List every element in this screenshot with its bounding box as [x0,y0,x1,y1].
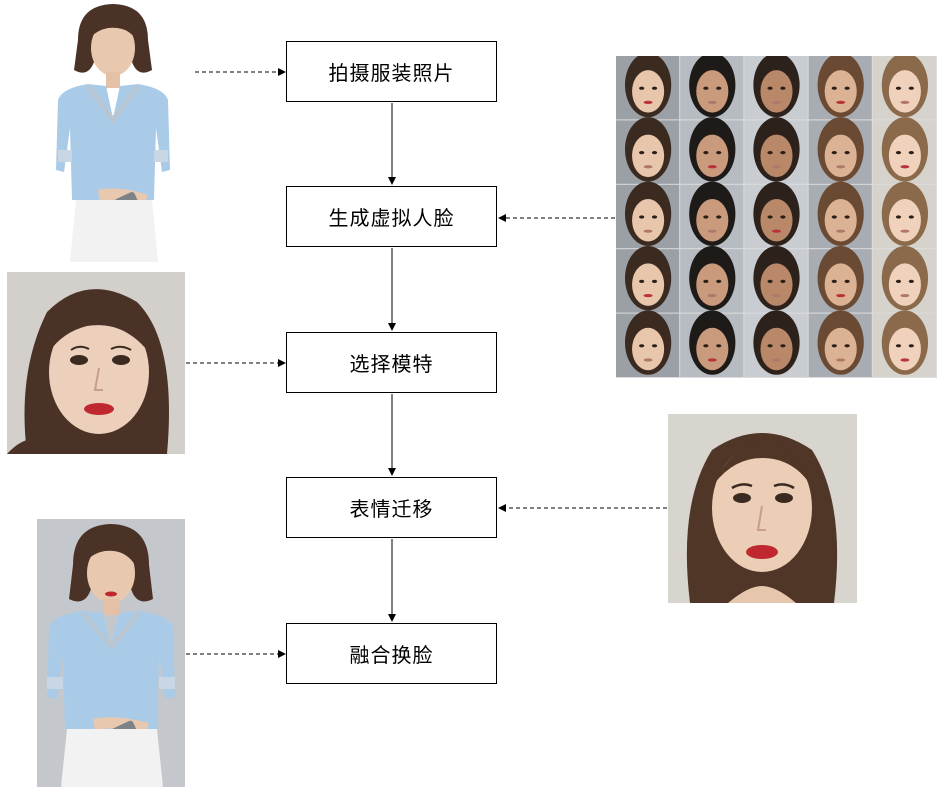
step-label: 拍摄服装照片 [328,61,455,85]
step-label: 选择模特 [349,352,434,376]
step-box-4: 表情迁移 [286,477,497,538]
face-tile [680,310,744,377]
face-tile [616,245,680,313]
generated-faces-grid [616,56,937,378]
face-tile [744,117,808,184]
face-tile [872,117,936,184]
face-tile [616,56,680,120]
face-tile [808,310,872,377]
face-tile [680,56,744,120]
step-box-1: 拍摄服装照片 [286,41,497,102]
expression-target-photo [668,414,857,603]
face-tile [744,56,808,120]
step-box-2: 生成虚拟人脸 [286,186,497,247]
face-tile [872,245,936,313]
face-tile [680,245,744,313]
face-tile [744,181,808,249]
step-label: 生成虚拟人脸 [328,206,455,230]
face-tile [808,245,872,313]
face-tile [680,181,744,249]
face-tile [680,117,744,184]
step-label: 表情迁移 [349,497,434,521]
face-tile [808,56,872,120]
step-box-5: 融合换脸 [286,623,497,684]
garment-photo [48,0,178,262]
final-result-photo [37,519,185,787]
face-tile [872,310,936,377]
face-tile [872,56,936,120]
face-tile [616,181,680,249]
face-tile [808,117,872,184]
face-tile [744,310,808,377]
face-tile [616,117,680,184]
step-label: 融合换脸 [349,643,434,667]
face-tile [872,181,936,249]
face-tile [744,245,808,313]
face-tile [616,310,680,377]
face-tile [808,181,872,249]
selected-model-photo [7,272,185,454]
step-box-3: 选择模特 [286,332,497,393]
